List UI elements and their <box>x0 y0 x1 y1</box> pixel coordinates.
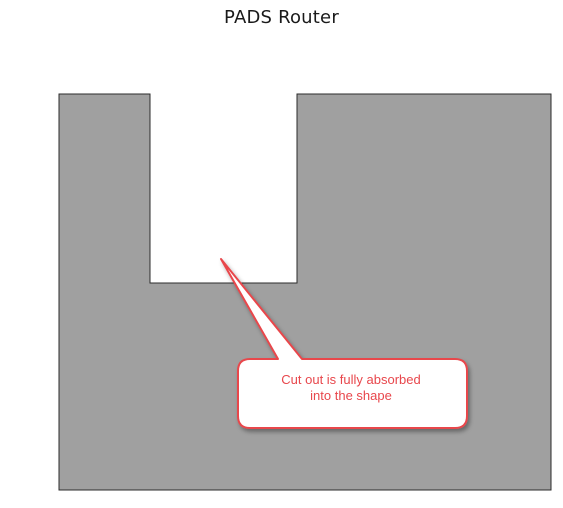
copper-shape <box>58 93 552 491</box>
callout-bubble <box>220 258 468 429</box>
callout-label: Cut out is fully absorbed into the shape <box>281 372 421 403</box>
page-title: PADS Router <box>224 7 339 28</box>
